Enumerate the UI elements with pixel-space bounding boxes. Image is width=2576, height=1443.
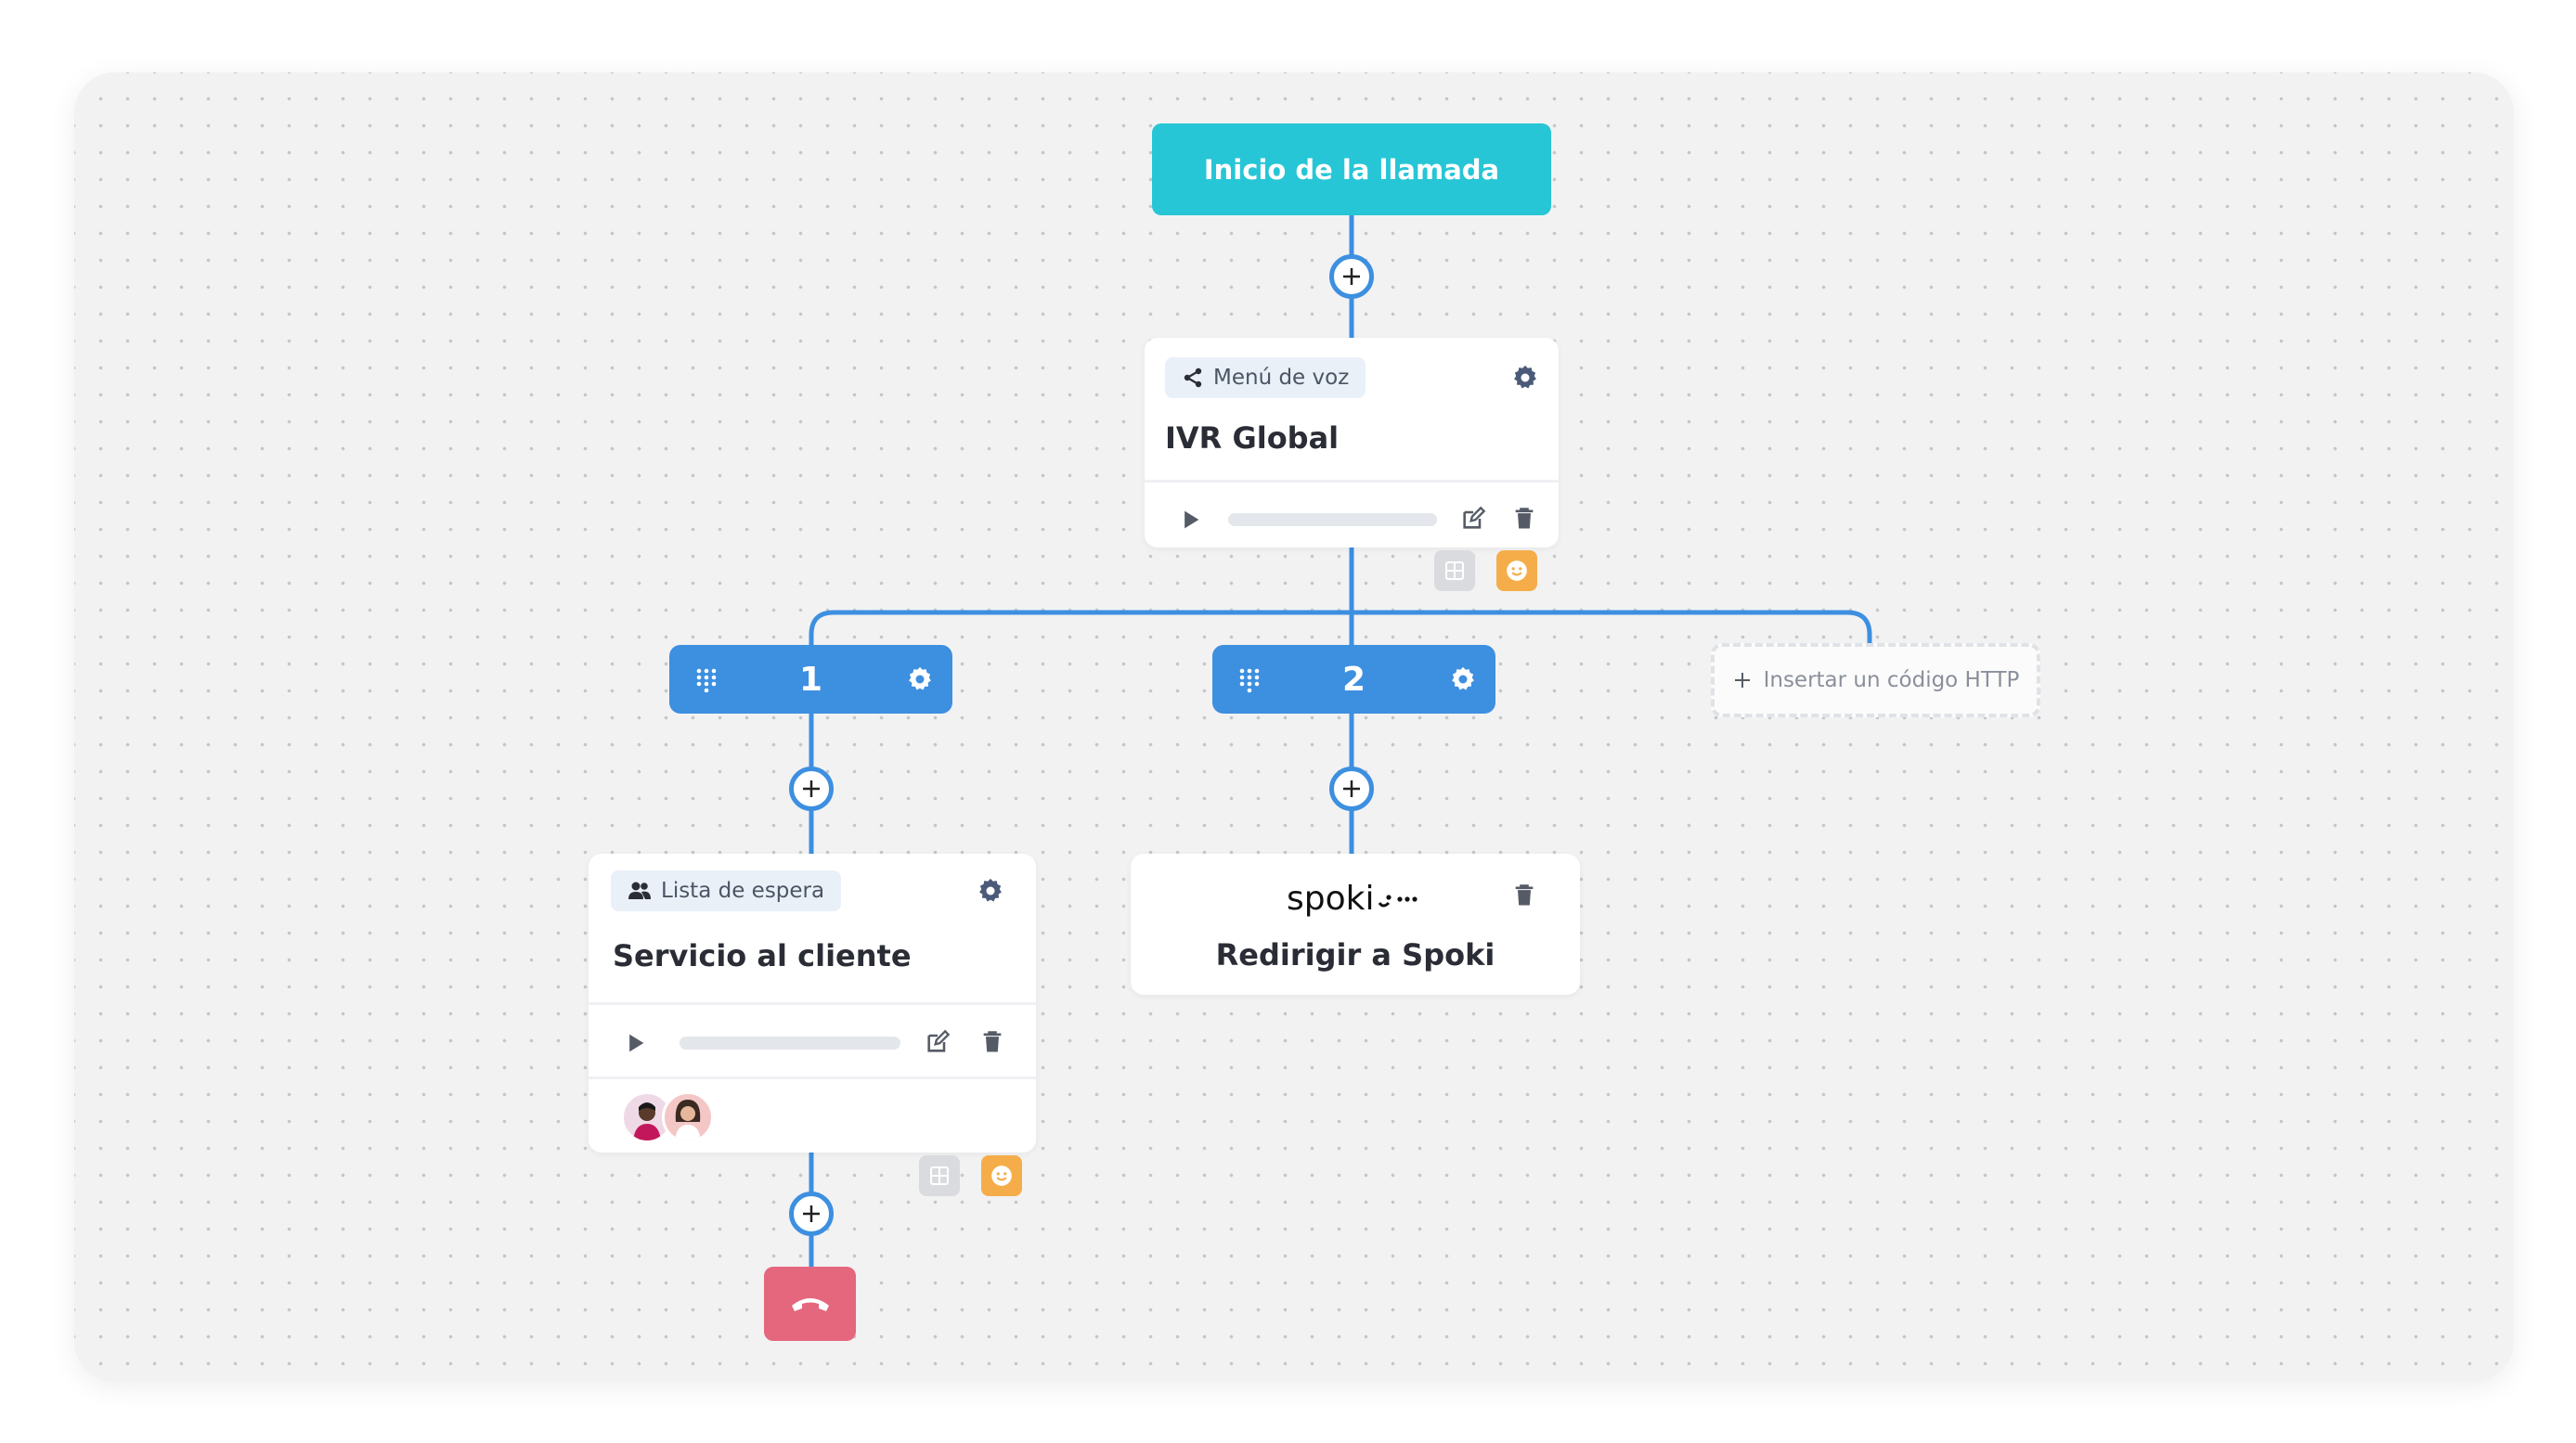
grid-icon [1445, 561, 1464, 580]
insert-http-button[interactable]: Insertar un código HTTP [1711, 643, 2040, 717]
gear-icon[interactable] [977, 877, 1004, 905]
person-avatar-icon [633, 1102, 661, 1140]
keypad-icon [1239, 668, 1260, 693]
voice-menu-tag: Menú de voz [1165, 357, 1366, 398]
plus-icon [1343, 268, 1360, 285]
emoji-badge[interactable] [1496, 550, 1537, 591]
smile-icon [991, 1166, 1012, 1186]
users-icon [628, 882, 651, 899]
spoki-redirect-card[interactable]: spoki Redirigir a Spoki [1131, 854, 1580, 995]
insert-http-label: Insertar un código HTTP [1763, 668, 2020, 692]
option-digit: 1 [798, 660, 823, 699]
queue-card[interactable]: Lista de espera Servicio al cliente [589, 854, 1036, 1153]
edit-icon[interactable] [925, 1029, 951, 1055]
card-divider [589, 1076, 1036, 1079]
phone-hangup-icon [791, 1298, 829, 1311]
plus-icon [803, 1205, 820, 1222]
grid-badge[interactable] [919, 1155, 960, 1196]
card-divider [1145, 480, 1559, 483]
voice-menu-tag-label: Menú de voz [1213, 366, 1350, 390]
option-node-2[interactable]: 2 [1212, 645, 1495, 714]
plus-icon [1734, 673, 1750, 688]
flow-canvas[interactable] [74, 72, 2514, 1382]
agent-avatar[interactable] [662, 1091, 714, 1143]
voice-menu-card[interactable]: Menú de voz IVR Global [1145, 338, 1559, 548]
trash-icon[interactable] [1511, 883, 1537, 908]
plus-icon [803, 780, 820, 797]
edit-icon[interactable] [1460, 506, 1486, 532]
queue-tag-label: Lista de espera [661, 879, 825, 903]
audio-progress-bar[interactable] [680, 1037, 900, 1050]
smile-icon [1507, 560, 1527, 581]
spoki-logo-mark-icon [1379, 894, 1418, 907]
play-icon[interactable] [622, 1030, 648, 1056]
plus-icon [1343, 780, 1360, 797]
queue-tag: Lista de espera [611, 870, 842, 911]
keypad-icon [696, 668, 717, 693]
audio-progress-bar[interactable] [1228, 513, 1437, 526]
card-divider [589, 1002, 1036, 1005]
gear-icon[interactable] [1449, 665, 1477, 693]
start-call-label: Inicio de la llamada [1203, 153, 1500, 186]
trash-icon[interactable] [979, 1029, 1005, 1055]
gear-icon[interactable] [1511, 364, 1539, 392]
add-step-button[interactable] [1329, 254, 1374, 299]
play-icon[interactable] [1177, 507, 1203, 533]
start-call-node[interactable]: Inicio de la llamada [1152, 123, 1551, 215]
queue-title: Servicio al cliente [613, 938, 912, 973]
voice-menu-title: IVR Global [1165, 420, 1340, 456]
trash-icon[interactable] [1511, 506, 1537, 532]
add-step-button-option-1[interactable] [789, 767, 834, 811]
option-node-1[interactable]: 1 [669, 645, 952, 714]
grid-badge[interactable] [1434, 550, 1475, 591]
person-avatar-icon [675, 1100, 701, 1140]
spoki-logo: spoki [1287, 880, 1420, 918]
spoki-logo-text: spoki [1287, 880, 1375, 918]
gear-icon[interactable] [906, 665, 934, 693]
option-digit: 2 [1341, 660, 1366, 699]
emoji-badge[interactable] [981, 1155, 1022, 1196]
add-step-button-queue[interactable] [789, 1192, 834, 1236]
grid-icon [930, 1166, 949, 1185]
share-icon [1184, 367, 1202, 388]
spoki-redirect-title: Redirigir a Spoki [1215, 937, 1495, 973]
hangup-node[interactable] [764, 1267, 856, 1341]
add-step-button-option-2[interactable] [1329, 767, 1374, 811]
